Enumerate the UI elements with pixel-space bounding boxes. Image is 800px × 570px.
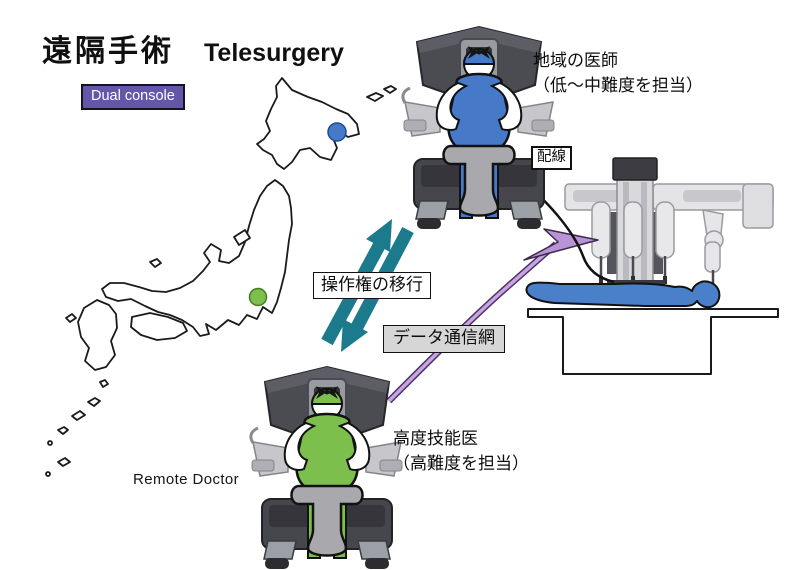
- data-network-label: データ通信網: [383, 325, 505, 353]
- remote-doctor-line1: 高度技能医: [393, 429, 478, 448]
- remote-doctor-line2: （高難度を担当）: [393, 454, 529, 473]
- patient: [525, 280, 721, 309]
- remote-doctor-label: 高度技能医 （高難度を担当）: [393, 426, 529, 476]
- control-transfer-label: 操作権の移行: [313, 272, 431, 299]
- japan-map: [45, 77, 397, 477]
- remote-doctor-caption: Remote Doctor: [133, 471, 240, 488]
- regional-doctor-line2: （低～中難度を担当）: [533, 76, 703, 95]
- data-network-arrow: [523, 228, 599, 261]
- title-japanese: 遠隔手術: [42, 35, 174, 68]
- regional-doctor-line1: 地域の医師: [533, 51, 618, 70]
- data-network-line: [386, 241, 559, 404]
- remote-surgeon-console: [249, 365, 404, 570]
- title-english: Telesurgery: [204, 39, 344, 67]
- regional-doctor-label: 地域の医師 （低～中難度を担当）: [533, 48, 703, 98]
- regional-surgeon-console: [401, 25, 556, 231]
- remote-center-marker: [248, 287, 268, 307]
- patient-cart-robot: [564, 157, 774, 289]
- wiring-label: 配線: [531, 146, 572, 170]
- page-title: 遠隔手術 Telesurgery: [42, 26, 344, 70]
- dual-console-badge: Dual console: [81, 84, 185, 110]
- operating-table: [527, 308, 779, 375]
- regional-hospital-marker: [327, 122, 347, 142]
